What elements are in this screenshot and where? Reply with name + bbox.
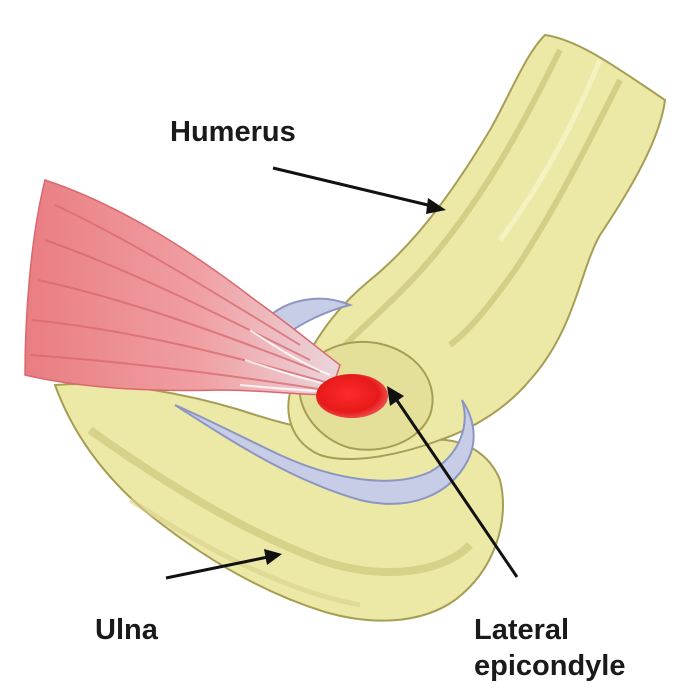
extensor-muscle bbox=[24, 179, 341, 396]
lateral-epicondyle-label-line-2: epicondyle bbox=[474, 650, 626, 682]
lateral-epicondyle-label: Lateral epicondyle bbox=[474, 612, 626, 684]
lateral-epicondyle-arrow bbox=[387, 386, 519, 578]
ulna-label: Ulna bbox=[95, 614, 158, 646]
ulna-arrow bbox=[165, 549, 282, 580]
humerus-ridge-3 bbox=[497, 59, 603, 242]
ulna-shading bbox=[87, 426, 473, 576]
lateral-epicondyle-label-line-1: Lateral bbox=[474, 614, 570, 646]
inflamed-lateral-epicondyle bbox=[316, 374, 388, 418]
humerus-ridge-1 bbox=[342, 48, 563, 348]
articular-cartilage bbox=[174, 399, 475, 505]
humerus-label: Humerus bbox=[170, 116, 296, 148]
humerus-ridge-2 bbox=[448, 78, 623, 348]
muscle-fibers bbox=[29, 204, 326, 391]
humerus-arrow bbox=[272, 166, 446, 214]
